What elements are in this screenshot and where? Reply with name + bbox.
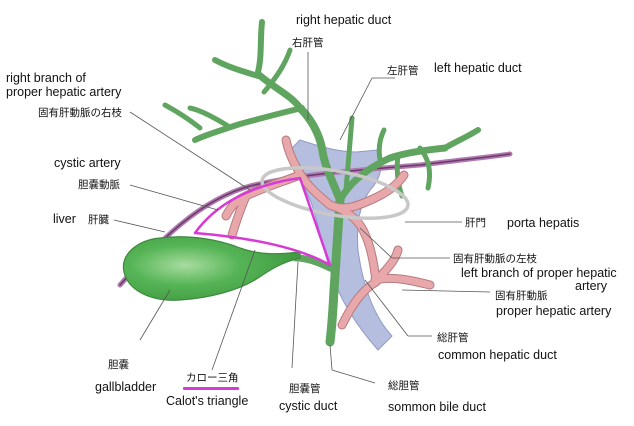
calots-triangle-outline [193,176,332,267]
label-common-hepatic-duct-en: common hepatic duct [438,348,557,362]
label-common-hepatic-duct-ja: 総肝管 [437,332,469,344]
label-right-branch-artery-ja: 固有肝動脈の右枝 [38,107,122,119]
label-cystic-duct-ja: 胆嚢管 [289,383,321,395]
label-right-hepatic-duct-ja: 右肝管 [292,37,324,49]
label-right-hepatic-duct-en: right hepatic duct [296,13,392,27]
label-proper-hepatic-artery-ja: 固有肝動脈 [495,290,548,302]
label-gallbladder-ja: 胆嚢 [108,359,129,371]
label-liver-en: liver [53,212,76,226]
label-cystic-duct-en: cystic duct [279,399,338,413]
label-calots-triangle-en: Calot's triangle [166,394,249,408]
porta-hepatis-ellipse [260,166,410,220]
leader-lines [113,52,491,384]
label-left-branch-artery-ja: 固有肝動脈の左枝 [453,253,537,265]
label-left-hepatic-duct-ja: 左肝管 [387,65,419,77]
label-left-branch-artery-en-2: artery [575,279,607,293]
label-porta-hepatis-ja: 肝門 [465,217,486,229]
label-liver-ja: 肝臓 [88,214,109,226]
calots-triangle-legend-line [183,387,239,390]
label-left-branch-artery-en-1: left branch of proper hepatic [461,266,617,280]
label-porta-hepatis-en: porta hepatis [507,216,580,230]
bile-duct-tree [162,19,481,347]
label-cystic-artery-en: cystic artery [54,156,121,170]
label-common-bile-duct-en: sommon bile duct [388,400,486,414]
label-left-hepatic-duct-en: left hepatic duct [434,61,522,75]
liver-edge-line-dark [119,153,511,286]
label-common-bile-duct-ja: 総胆管 [388,380,420,392]
gallbladder-shape [122,236,301,301]
label-calots-triangle-ja: カロー三角 [186,372,239,384]
label-proper-hepatic-artery-en: proper hepatic artery [496,304,612,318]
label-cystic-artery-ja: 胆嚢動脈 [78,179,120,191]
label-right-branch-artery-en-1: right branch of [6,71,86,85]
label-gallbladder-en: gallbladder [95,380,157,394]
label-right-branch-artery-en-2: proper hepatic artery [6,85,122,99]
